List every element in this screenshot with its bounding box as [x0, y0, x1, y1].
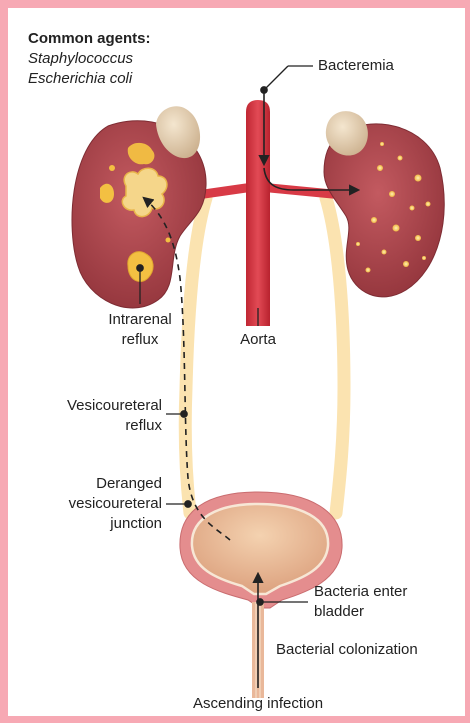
label-vesicoureteral-reflux: Vesicoureteral reflux: [18, 396, 162, 436]
label-bacteria-enter-line1: Bacteria enter: [314, 582, 407, 602]
label-bacteremia: Bacteremia: [318, 56, 394, 76]
label-deranged-line2: vesicoureteral: [18, 494, 162, 514]
label-intrarenal-line1: Intrarenal: [80, 310, 200, 330]
label-deranged-junction: Deranged vesicoureteral junction: [18, 474, 162, 534]
right-ureter: [326, 198, 344, 513]
label-intrarenal-reflux: Intrarenal reflux: [80, 310, 200, 350]
label-bacteria-enter-line2: bladder: [314, 602, 407, 622]
agent-staphylococcus: Staphylococcus: [28, 49, 133, 69]
left-ureter: [185, 198, 206, 513]
label-intrarenal-line2: reflux: [80, 330, 200, 350]
figure-panel: Common agents: Staphylococcus Escherichi…: [8, 8, 465, 716]
label-aorta: Aorta: [228, 330, 288, 350]
agent-escherichia-coli: Escherichia coli: [28, 69, 132, 89]
common-agents-title: Common agents:: [28, 29, 151, 49]
label-bacterial-colonization: Bacterial colonization: [276, 640, 418, 660]
label-vesicoureteral-line1: Vesicoureteral: [18, 396, 162, 416]
aorta: [246, 100, 270, 326]
label-vesicoureteral-line2: reflux: [18, 416, 162, 436]
label-ascending-infection: Ascending infection: [148, 694, 368, 714]
label-deranged-line3: junction: [18, 514, 162, 534]
label-deranged-line1: Deranged: [18, 474, 162, 494]
label-bacteria-enter-bladder: Bacteria enter bladder: [314, 582, 407, 622]
